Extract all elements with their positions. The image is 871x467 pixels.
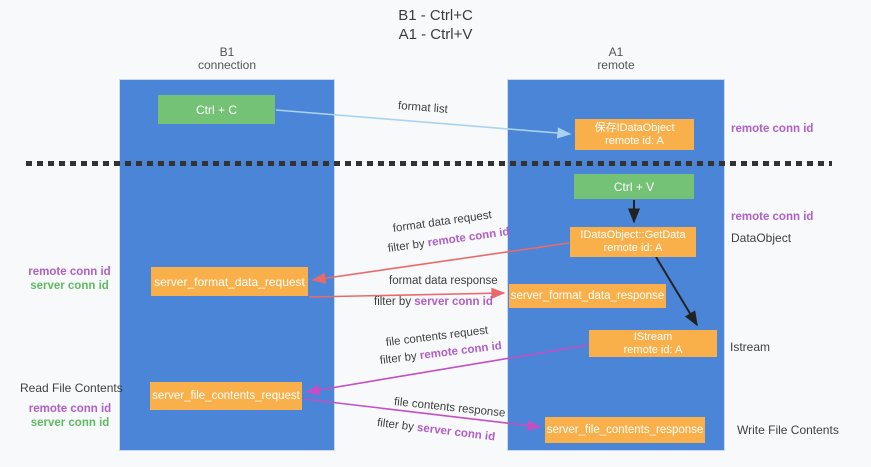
server-file-contents-request-node: server_file_contents_request [150,382,302,410]
idataobject-getdata-node: IDataObject::GetData remote id: A [570,227,696,257]
istream-line2: remote id: A [623,343,683,356]
write-file-contents-label: Write File Contents [737,423,839,437]
left-bottom-conn-id-labels: remote conn id server conn id [20,402,120,430]
getdata-line2: remote id: A [603,242,663,254]
diagram-title: B1 - Ctrl+C A1 - Ctrl+V [0,6,871,44]
dataobject-label: DataObject [731,231,792,245]
server-conn-id-label-bottom-left: server conn id [30,417,110,429]
remote-conn-id-label-mid-right: remote conn id [731,211,814,223]
filter-by-text-3: filter by [379,350,418,367]
format-list-label: format list [397,100,449,116]
server-conn-id-text-2: server conn id [414,296,493,308]
server-file-contents-request-label: server_file_contents_request [152,390,300,402]
column-a1-name: A1 [608,45,624,59]
filter-by-text-4: filter by [376,417,415,434]
filter-by-text-1: filter by [387,237,426,255]
istream-node: IStream remote id: A [589,330,717,357]
column-a1-subtitle: remote [597,58,635,72]
server-format-data-request-label: server_format_data_request [154,274,305,289]
left-mid-conn-id-labels: remote conn id server conn id [22,265,117,293]
file-contents-response-label: file contents response [393,396,506,420]
ctrl-c-node: Ctrl + C [158,95,275,124]
column-header-a1: A1 remote [507,46,725,72]
filter-by-text-2: filter by [374,296,412,308]
file-contents-response-filter-label: filter by server conn id [376,417,496,444]
dashed-divider-line [26,161,832,166]
ctrl-c-label: Ctrl + C [195,102,237,117]
save-idataobject-line1: 保存IDataObject [594,121,675,134]
read-file-contents-label: Read File Contents [20,381,123,395]
server-conn-id-text-4: server conn id [416,421,496,444]
column-header-b1: B1 connection [119,46,335,72]
getdata-line1: IDataObject::GetData [580,229,686,241]
server-conn-id-label-mid-left: server conn id [30,280,109,292]
format-data-response-filter-label: filter by server conn id [374,296,493,309]
column-b1-name: B1 [219,45,235,59]
istream-line1: IStream [633,330,673,343]
title-line-a1: A1 - Ctrl+V [398,26,473,43]
remote-conn-id-label-top-right: remote conn id [731,123,814,135]
server-format-data-response-label: server_format_data_response [510,290,665,302]
server-format-data-request-node: server_format_data_request [151,267,308,296]
ctrl-v-label: Ctrl + V [613,179,655,194]
save-idataobject-node: 保存IDataObject remote id: A [575,119,694,150]
istream-side-label: Istream [730,340,771,354]
remote-conn-id-label-bottom-left: remote conn id [28,403,112,415]
save-idataobject-line2: remote id: A [605,134,664,147]
title-line-b1: B1 - Ctrl+C [398,7,473,24]
ctrl-v-node: Ctrl + V [574,174,694,199]
server-file-contents-response-node: server_file_contents_response [545,417,705,443]
column-b1-subtitle: connection [197,58,257,72]
format-data-response-label: format data response [389,275,498,287]
server-format-data-response-node: server_format_data_response [509,284,666,308]
remote-conn-id-label-mid-left: remote conn id [28,266,111,278]
server-file-contents-response-label: server_file_contents_response [546,424,704,436]
